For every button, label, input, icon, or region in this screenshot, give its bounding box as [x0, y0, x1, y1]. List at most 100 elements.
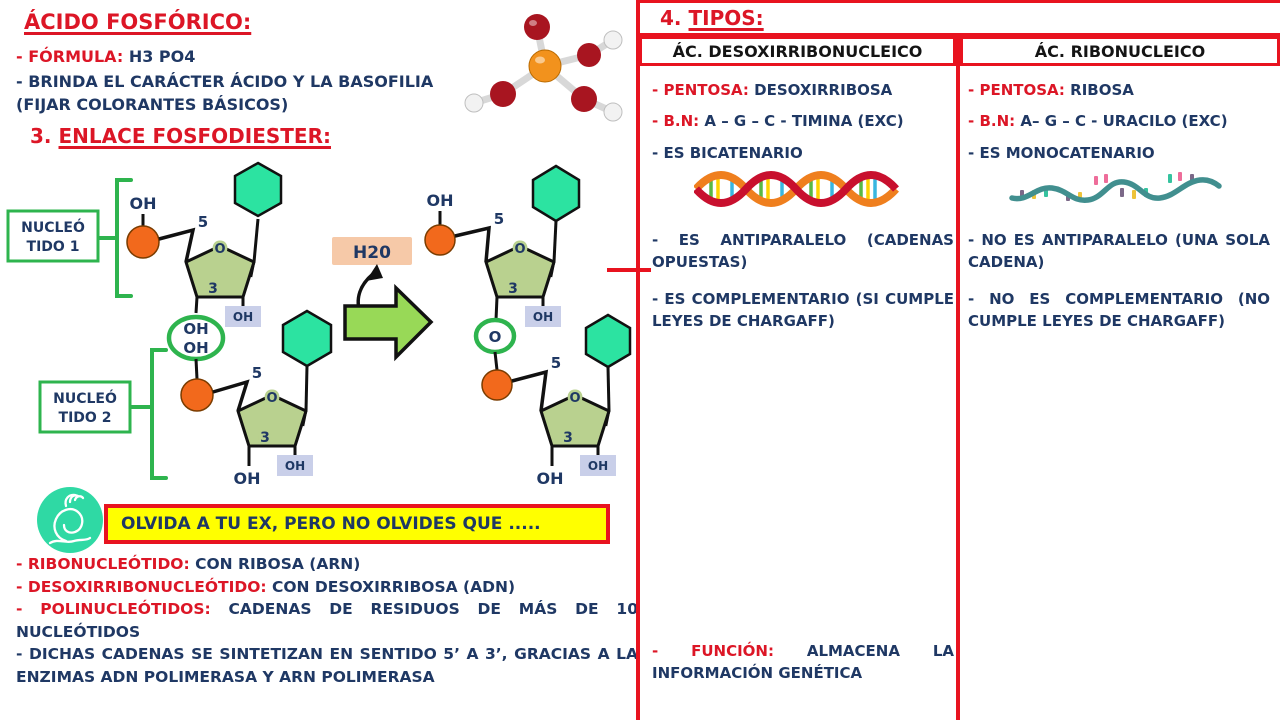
rna-strand-icon [1009, 172, 1222, 203]
oh-text: OH [183, 320, 208, 338]
section-title-text: ENLACE FOSFODIESTER: [58, 124, 331, 148]
basofilia-line: - BRINDA EL CARÁCTER ÁCIDO Y LA BASOFILI… [16, 72, 434, 91]
phosphoric-acid-molecule [464, 14, 623, 122]
carbon5-text: 5 [494, 210, 504, 228]
base-hexagon [281, 309, 333, 368]
pentose-pentagon [184, 244, 256, 299]
dna-pentosa-line: - PENTOSA: DESOXIRRIBOSA [652, 80, 954, 102]
molecule-bonds [470, 23, 617, 116]
oxygen-atom [571, 86, 597, 112]
oxygen-atom [524, 14, 550, 40]
oh-text: OH [537, 469, 564, 488]
rna-pentosa-line: - PENTOSA: RIBOSA [968, 80, 1270, 102]
carbon3-text: 3 [563, 430, 573, 446]
divider-vertical-left [636, 0, 640, 720]
oxygen-circle-product: O [473, 317, 517, 355]
water-arrowhead [366, 264, 383, 281]
nucleotide-1-reactant: OH 5 O 3 OH [126, 161, 283, 327]
phosphate-icon [126, 225, 160, 259]
bn-label: - B.N: [652, 112, 700, 130]
section-number: 3. [30, 124, 52, 148]
dna-function-line: - FUNCIÓN: ALMACENA LA INFORMACIÓN GENÉT… [652, 641, 954, 684]
function-value: ALMACENA LA INFORMACIÓN GENÉTICA [652, 642, 954, 682]
oh-text: OH [533, 310, 553, 324]
function-label: - FUNCIÓN: [652, 642, 774, 660]
bn-label: - B.N: [968, 112, 1016, 130]
label-line: TIDO 2 [59, 410, 112, 426]
nucleotide-2-reactant: 5 O 3 OH OH [180, 309, 333, 488]
divider-tick [607, 268, 651, 272]
highlight [535, 56, 545, 64]
rna-complementary-line: - NO ES COMPLEMENTARIO (NO CUMPLE LEYES … [968, 290, 1270, 330]
note-label: - POLINUCLEÓTIDOS: [16, 600, 211, 618]
divider-under-title [636, 33, 1280, 36]
phosphate-icon [424, 224, 456, 256]
reminder-banner: OLVIDA A TU EX, PERO NO OLVIDES QUE ....… [104, 504, 610, 544]
nucleotide-2-product: 5 O 3 OH OH [481, 313, 632, 488]
dna-strand-line: - ES BICATENARIO [652, 144, 803, 162]
bn-value: A – G – C - TIMINA (EXC) [699, 112, 904, 130]
label-line: NUCLEÓ [21, 218, 85, 236]
acido-fosforico-title: ÁCIDO FOSFÓRICO: [24, 10, 252, 34]
enlace-fosfodiester-title: 3.ENLACE FOSFODIESTER: [30, 124, 331, 148]
note-text: CON DESOXIRRIBOSA (ADN) [266, 577, 516, 596]
phosphate-icon [481, 369, 513, 401]
note-ribonucleotido: - RIBONUCLEÓTIDO: CON RIBOSA (ARN) [16, 553, 638, 576]
oh-text: OH [130, 194, 157, 213]
oh-text: OH [233, 310, 253, 324]
pentosa-label: - PENTOSA: [652, 81, 749, 99]
base-hexagon [233, 161, 283, 218]
phosphodiester-diagram: NUCLEÓ TIDO 1 NUCLEÓ TIDO 2 OH 5 O 3 [6, 14, 632, 488]
pentose-pentagon [539, 393, 611, 448]
rna-antiparallel-line: - NO ES ANTIPARALELO (UNA SOLA CADENA) [968, 231, 1270, 271]
highlight [529, 20, 537, 26]
base-hexagon [531, 164, 581, 223]
oh-box [580, 455, 616, 476]
label-line: TIDO 1 [27, 239, 80, 255]
carbon5-text: 5 [198, 213, 208, 231]
hydrogen-atom [464, 93, 484, 113]
dna-bn-line: - B.N: A – G – C - TIMINA (EXC) [652, 111, 954, 133]
pentose-pentagon [484, 244, 556, 299]
carbon3-text: 3 [508, 281, 518, 297]
bracket [150, 348, 168, 480]
phosphorus-atom [528, 49, 562, 83]
label-line: NUCLEÓ [53, 389, 117, 407]
oh-text: OH [234, 469, 261, 488]
pentosa-value: DESOXIRRIBOSA [748, 81, 893, 99]
oh-text: OH [285, 459, 305, 473]
dna-complementary-line: - ES COMPLEMENTARIO (SI CUMPLE LEYES DE … [652, 290, 954, 330]
note-polinucleotidos: - POLINUCLEÓTIDOS: CADENAS DE RESIDUOS D… [16, 598, 638, 643]
carbon5-text: 5 [551, 354, 561, 372]
dna-helix-icon [694, 171, 899, 207]
fetus-mascot-icon [37, 487, 103, 553]
note-text: CON RIBOSA (ARN) [189, 555, 361, 573]
note-text: - DICHAS CADENAS SE SINTETIZAN EN SENTID… [16, 645, 638, 686]
oxygen-atom [577, 43, 601, 67]
note-label: - DESOXIRRIBONUCLEÓTIDO: [16, 577, 267, 596]
nucleotide-1-product: OH 5 O 3 OH [424, 164, 581, 327]
o-text: O [489, 328, 502, 346]
ring-oxygen-text: O [266, 391, 277, 406]
formula-line: - FÓRMULA: H3 PO4 [16, 47, 195, 66]
ring-oxygen-text: O [569, 391, 580, 406]
pentose-pentagon [236, 393, 308, 448]
water-text: H20 [353, 243, 391, 263]
rna-column-header: ÁC. RIBONUCLEICO [960, 36, 1280, 66]
oh-box [277, 455, 313, 476]
colorantes-line: (FIJAR COLORANTES BÁSICOS) [16, 95, 289, 114]
tipos-title: 4.TIPOS: [660, 6, 764, 30]
pentosa-label: - PENTOSA: [968, 81, 1065, 99]
ring-oxygen-text: O [214, 242, 225, 257]
rna-backbone [1009, 177, 1222, 203]
note-label: - RIBONUCLEÓTIDO: [16, 555, 190, 573]
note-sintesis: - DICHAS CADENAS SE SINTETIZAN EN SENTID… [16, 643, 638, 688]
water-released-box: H20 [332, 237, 412, 265]
note-desoxirribonucleotido: - DESOXIRRIBONUCLEÓTIDO: CON DESOXIRRIBO… [16, 576, 638, 599]
dna-antiparallel-line: - ES ANTIPARALELO (CADENAS OPUESTAS) [652, 231, 954, 271]
oh-text: OH [427, 191, 454, 210]
nucleotide-2-label-box: NUCLEÓ TIDO 2 [38, 348, 168, 480]
carbon3-text: 3 [208, 281, 218, 297]
oh-box [525, 306, 561, 327]
